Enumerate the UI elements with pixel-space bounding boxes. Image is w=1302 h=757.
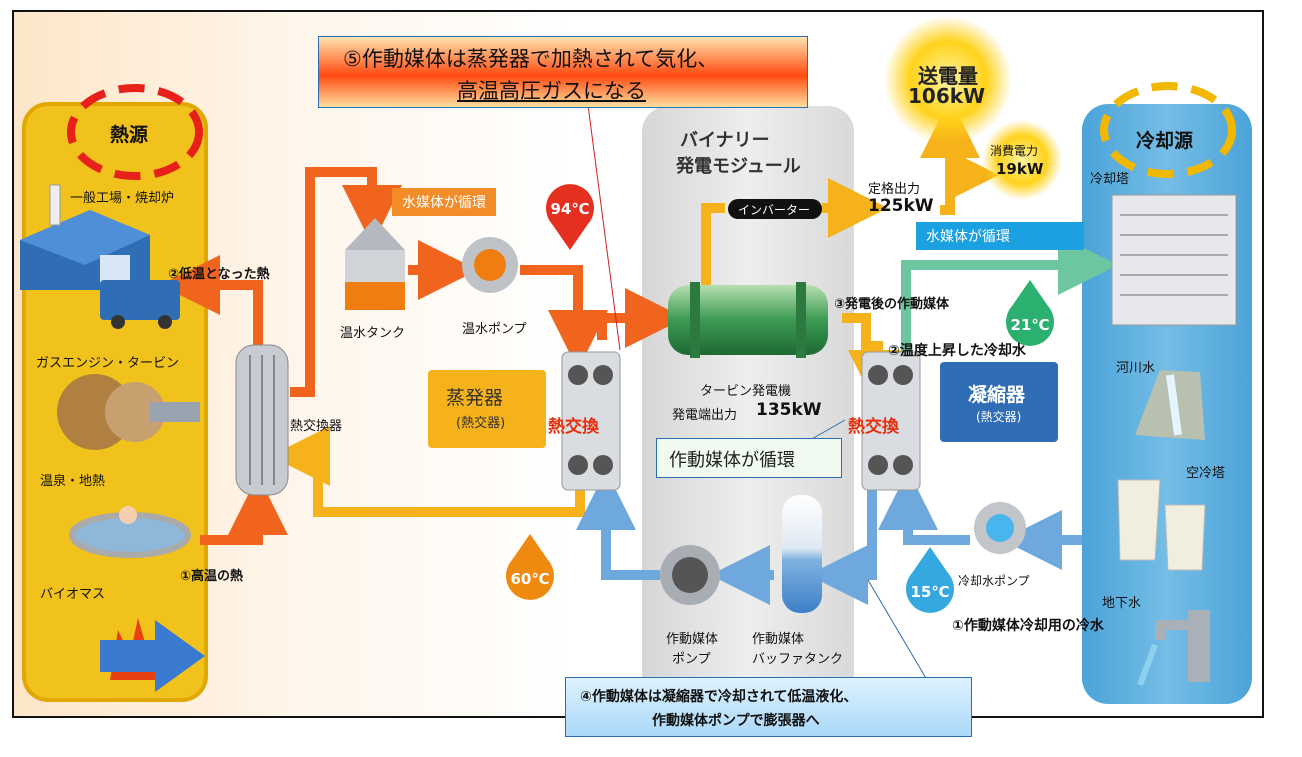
condenser-sub: (熱交器) xyxy=(976,410,1022,424)
cooling-water-loop-tag: 水媒体が循環 xyxy=(916,222,1084,250)
heat-source-item-onsen: 温泉・地熱 xyxy=(40,474,106,489)
module-title-line1: バイナリー xyxy=(680,130,770,151)
medium-loop-label: 作動媒体が循環 xyxy=(669,450,795,471)
consumed-power-value: 19kW xyxy=(996,160,1044,178)
temp-21: 21℃ xyxy=(1010,316,1050,334)
hot-water-pump-label: 温水ポンプ xyxy=(462,322,527,337)
condenser-title: 凝縮器 xyxy=(968,384,1026,406)
module-title-line2: 発電モジュール xyxy=(676,156,801,177)
turbine-label-line2: 発電端出力 xyxy=(672,408,738,423)
condensation-callout: ④作動媒体は凝縮器で冷却されて低温液化、 作動媒体ポンプで膨張器へ xyxy=(565,677,972,737)
temp-rise-label: ②温度上昇した冷却水 xyxy=(888,343,1026,359)
buffer-tank-label-line2: バッファタンク xyxy=(752,652,844,667)
medium-loop-tag: 作動媒体が循環 xyxy=(656,438,842,478)
sent-power-value: 106kW xyxy=(908,84,986,108)
temp-94-badge-shape xyxy=(546,184,594,250)
heat-source-item-gas-engine: ガスエンジン・タービン xyxy=(36,356,180,371)
inverter-badge: インバーター xyxy=(728,199,822,219)
evaporator-exchange-label: 熱交換 xyxy=(548,417,599,437)
evaporator-title: 蒸発器 xyxy=(446,387,504,409)
cold-source-title: 冷却源 xyxy=(1136,130,1194,152)
sent-power-label: 送電量 xyxy=(918,64,978,88)
callout-bottom-line1: ④作動媒体は凝縮器で冷却されて低温液化、 xyxy=(580,689,858,705)
temp-21-badge-shape xyxy=(1006,280,1054,346)
after-generation-label: ③発電後の作動媒体 xyxy=(834,297,950,312)
hot-water-tank-label: 温水タンク xyxy=(340,326,406,341)
heat-source-item-factory: 一般工場・焼却炉 xyxy=(70,191,175,206)
turbine-label-line1: タービン発電機 xyxy=(700,384,792,399)
rated-output-value: 125kW xyxy=(868,196,934,216)
cold-source-item-groundwater: 地下水 xyxy=(1102,596,1142,611)
temp-15-badge-shape xyxy=(906,547,954,613)
buffer-tank-label-line1: 作動媒体 xyxy=(752,632,805,647)
medium-pump-label-line1: 作動媒体 xyxy=(666,632,719,647)
temp-60-badge-shape xyxy=(506,534,554,600)
evaporator-sub: (熱交器) xyxy=(456,416,506,431)
temp-60: 60℃ xyxy=(510,570,550,588)
inverter-label: インバーター xyxy=(738,203,811,217)
cold-source-item-river: 河川水 xyxy=(1116,361,1156,376)
callout-bottom-line2: 作動媒体ポンプで膨張器へ xyxy=(652,713,820,729)
heat-source-item-biomass: バイオマス xyxy=(40,587,106,602)
rated-output-label: 定格出力 xyxy=(868,182,921,197)
heat-source-title: 熱源 xyxy=(110,124,149,146)
temp-15: 15℃ xyxy=(910,583,950,601)
cooling-pump-label: 冷却水ポンプ xyxy=(958,574,1030,588)
callout-top-line1: ⑤作動媒体は蒸発器で加熱されて気化、 xyxy=(343,47,719,71)
cold-source-item-cooling-tower: 冷却塔 xyxy=(1090,172,1130,187)
turbine-output-value: 135kW xyxy=(756,400,822,420)
callout-top-line2: 高温高圧ガスになる xyxy=(457,79,646,103)
evaporation-callout: ⑤作動媒体は蒸発器で加熱されて気化、 高温高圧ガスになる xyxy=(318,36,808,108)
temp-94: 94℃ xyxy=(550,200,590,218)
cold-source-item-air-tower: 空冷塔 xyxy=(1186,466,1226,481)
heat-exchanger-label: 熱交換器 xyxy=(290,419,343,434)
low-temp-heat-label: ②低温となった熱 xyxy=(168,267,270,282)
consumed-power-label: 消費電力 xyxy=(990,144,1039,158)
hot-water-loop-tag: 水媒体が循環 xyxy=(392,188,496,216)
medium-pump-label-line2: ポンプ xyxy=(672,652,711,667)
high-temp-heat-label: ①高温の熱 xyxy=(180,569,244,584)
condenser-exchange-label: 熱交換 xyxy=(848,417,899,437)
cooling-water-label: ①作動媒体冷却用の冷水 xyxy=(952,618,1104,634)
